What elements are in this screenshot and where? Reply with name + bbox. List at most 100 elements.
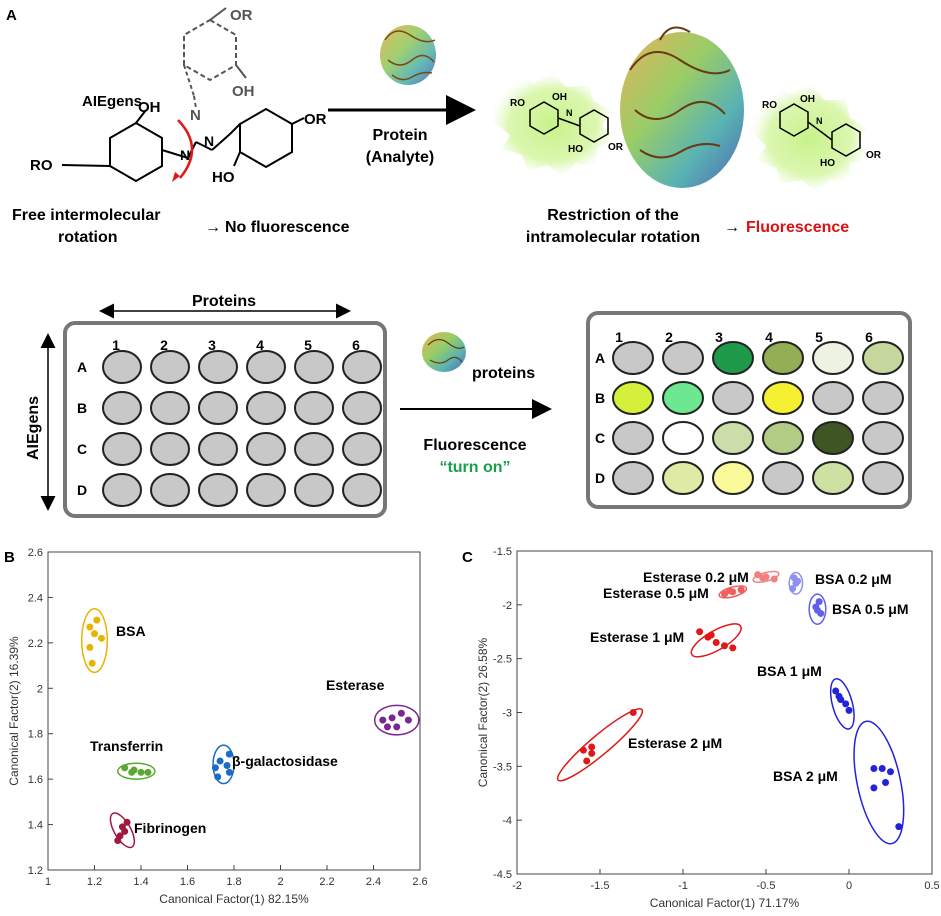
data-point <box>895 823 903 831</box>
data-point <box>629 709 637 716</box>
data-point <box>223 762 231 770</box>
data-point <box>128 768 136 776</box>
plate-before <box>63 321 387 518</box>
cluster-label: BSA 2 μM <box>773 768 838 784</box>
chem-ro-left: RO <box>30 157 53 174</box>
fluorescent-glow-left <box>490 73 616 177</box>
panel-c-label: C <box>462 549 473 566</box>
data-point <box>97 634 105 642</box>
cluster-ellipse <box>808 593 827 625</box>
plate-before-well <box>246 473 286 507</box>
plate-before-well <box>246 432 286 466</box>
plate-after-well <box>662 381 704 415</box>
plate-after <box>586 311 912 509</box>
plate-after-row-label: D <box>595 470 605 486</box>
x-tick-label: 1.4 <box>133 876 148 888</box>
plate-before-row-label: B <box>77 400 87 416</box>
plate-after-well <box>762 341 804 375</box>
aiegen-molecule-structure <box>61 7 305 183</box>
mini-oh-left: OH <box>552 92 567 103</box>
x-tick-label: 1.8 <box>226 876 241 888</box>
plate-before-well <box>198 473 238 507</box>
data-point <box>721 590 728 598</box>
data-point <box>137 768 145 776</box>
plate-after-col-label: 2 <box>665 329 673 345</box>
x-axis-label: Canonical Factor(1) 71.17% <box>650 896 800 910</box>
data-point <box>123 818 131 826</box>
cluster-ellipse <box>829 678 855 730</box>
plate-after-col-label: 1 <box>615 329 623 345</box>
free-rotation-line2: rotation <box>58 229 118 246</box>
cluster-ellipse <box>109 812 136 849</box>
plate-after-well <box>662 341 704 375</box>
plate-after-well <box>812 421 854 455</box>
data-point <box>383 723 391 731</box>
fluorescence-label: Fluorescence <box>746 219 849 236</box>
data-point <box>225 750 233 758</box>
cluster-label: β-galactosidase <box>232 753 338 769</box>
plate-before-col-label: 4 <box>256 337 264 353</box>
x-tick-label: 2.4 <box>366 876 381 888</box>
cluster-label: Esterase 2 μM <box>628 735 722 751</box>
plate-before-well <box>342 391 382 425</box>
x-tick-label: 0.5 <box>924 880 939 892</box>
plate-after-well <box>812 341 854 375</box>
plate-before-well <box>246 350 286 384</box>
arrow-label-protein: Protein <box>372 127 427 144</box>
cluster-label: Esterase 0.5 μM <box>603 585 709 601</box>
plate-before-well <box>294 350 334 384</box>
cluster-label: Transferrin <box>90 738 163 754</box>
chem-n-mid: N <box>180 147 190 163</box>
proteins-header: Proteins <box>192 293 256 310</box>
plate-before-row-label: A <box>77 359 87 375</box>
plate-after-well <box>862 421 904 455</box>
mini-ho-left: HO <box>568 144 583 155</box>
no-fluorescence-label: No fluorescence <box>225 219 350 236</box>
plate-before-col-label: 1 <box>112 337 120 353</box>
y-tick-label: 1.8 <box>28 729 43 741</box>
fluor-line1: Fluorescence <box>423 437 526 454</box>
arrow-glyph-2: → <box>724 219 740 236</box>
mini-molecule-right <box>779 103 861 157</box>
x-tick-label: 2 <box>277 876 283 888</box>
y-tick-label: 2.6 <box>28 547 43 559</box>
data-point <box>725 587 733 595</box>
plate-after-well <box>812 381 854 415</box>
plate-after-well <box>862 381 904 415</box>
fluorescent-glow-right <box>750 84 870 192</box>
cluster-ellipse <box>212 744 235 785</box>
x-tick-label: 0 <box>846 880 852 892</box>
data-point <box>845 706 853 714</box>
arrow-glyph-1: → <box>205 219 221 236</box>
plate-after-well <box>762 461 804 495</box>
data-point <box>737 586 745 594</box>
x-tick-label: -0.5 <box>757 880 776 892</box>
protein-complex-icon <box>620 26 744 188</box>
y-axis-label: Canonical Factor(2) 16.39% <box>7 636 21 786</box>
plate-before-well <box>102 350 142 384</box>
data-point <box>759 574 767 582</box>
plate-after-well <box>662 461 704 495</box>
y-tick-label: -2.5 <box>493 654 512 666</box>
panel-a-label: A <box>6 7 17 24</box>
y-tick-label: -2 <box>502 600 512 612</box>
mini-ho-right: HO <box>820 158 835 169</box>
benzene-ring-left <box>109 121 163 183</box>
data-point <box>882 778 890 786</box>
data-point <box>887 768 894 776</box>
chem-ho-right: HO <box>212 169 235 186</box>
plate-after-well <box>712 421 754 455</box>
chem-or-right: OR <box>304 111 327 128</box>
cluster-label: BSA <box>116 623 146 639</box>
protein-small-icon <box>422 332 466 372</box>
cluster-label: BSA 0.5 μM <box>832 601 909 617</box>
cluster-label: Esterase <box>326 677 385 693</box>
data-point <box>588 749 596 757</box>
chem-oh-top: OH <box>232 83 255 100</box>
plate-after-col-label: 4 <box>765 329 773 345</box>
benzene-ring-right <box>239 107 293 169</box>
data-point <box>86 643 94 651</box>
mini-n-right: N <box>816 116 823 126</box>
cluster-label: Esterase 0.2 μM <box>643 569 749 585</box>
